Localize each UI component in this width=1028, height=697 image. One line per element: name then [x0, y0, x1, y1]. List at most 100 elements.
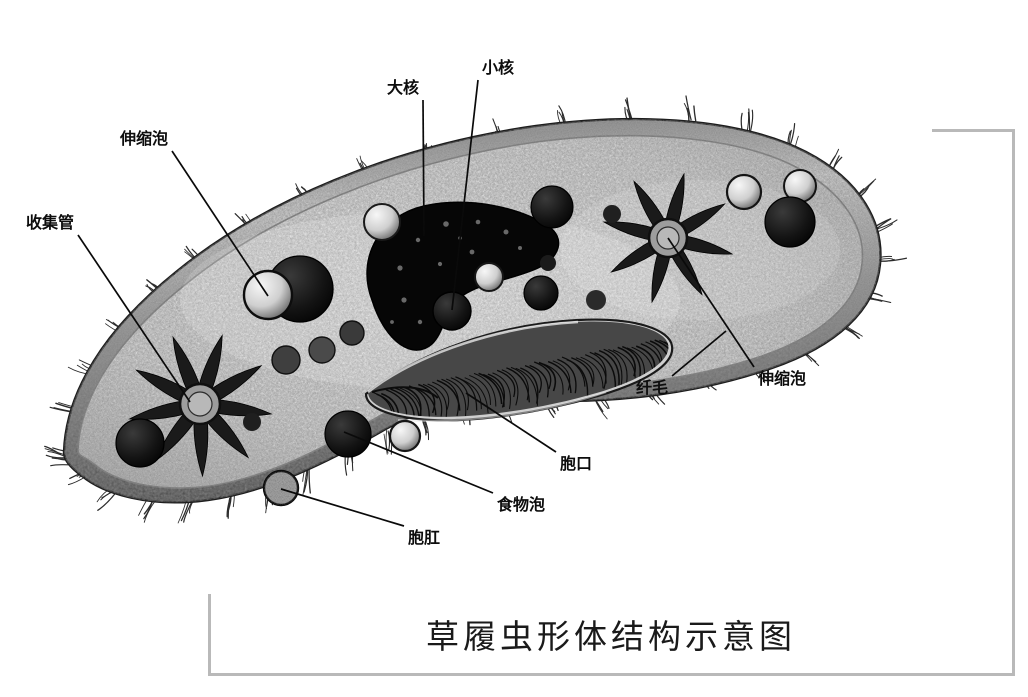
groove-striation — [473, 372, 497, 407]
groove-striation — [561, 356, 586, 387]
cilium — [693, 105, 697, 122]
groove-striation — [617, 346, 636, 377]
collecting-canal-ray — [197, 334, 223, 394]
collecting-canal-ray — [633, 180, 667, 231]
groove-striation — [496, 369, 516, 398]
paramecium-body — [62, 117, 882, 507]
macronucleus-organelle — [366, 201, 560, 351]
groove-striation — [654, 339, 669, 371]
cilium — [385, 429, 389, 454]
cilium — [685, 95, 692, 121]
groove-striation — [571, 357, 594, 387]
groove-striation — [492, 372, 511, 410]
collecting-canal-ray — [193, 417, 209, 478]
groove-striation — [659, 339, 669, 376]
collecting-canal-ray — [610, 239, 661, 273]
groove-striation — [376, 393, 396, 417]
collecting-canal-ray — [651, 248, 672, 304]
label-micronucleus: 小核 — [482, 58, 515, 77]
cilium — [874, 218, 892, 228]
groove-striation — [552, 360, 571, 391]
groove-striation — [520, 367, 539, 404]
oral-groove — [364, 318, 674, 422]
collecting-canal-ray — [172, 335, 202, 395]
figure-caption: 草履虫形体结构示意图 — [426, 617, 796, 656]
groove-striation — [469, 374, 491, 406]
groove-striation — [487, 373, 506, 408]
groove-striation — [557, 358, 577, 394]
cilium — [740, 112, 743, 131]
frame-left-edge — [208, 594, 211, 676]
groove-striation — [524, 364, 542, 393]
groove-striation — [371, 391, 393, 417]
label-collecting-canal: 收集管 — [26, 213, 75, 232]
frame-right-edge — [1012, 129, 1015, 676]
cilium — [858, 178, 877, 195]
label-macronucleus: 大核 — [387, 78, 420, 97]
groove-striation — [538, 361, 557, 392]
cilium — [383, 433, 388, 455]
groove-striation — [459, 378, 482, 410]
groove-striation — [450, 377, 469, 411]
cilium — [183, 501, 193, 523]
label-cytostome: 胞口 — [560, 454, 593, 473]
cilium — [749, 109, 754, 135]
groove-striation — [547, 360, 572, 394]
cilium — [44, 445, 62, 456]
groove-striation — [455, 376, 478, 411]
collecting-canal-ray — [664, 172, 685, 228]
label-contractile-vacuole-right: 伸缩泡 — [758, 369, 807, 388]
leader-line-cilia — [671, 330, 727, 377]
groove-striation — [603, 348, 623, 386]
collecting-canal-ray — [602, 221, 658, 242]
frame-top-edge — [932, 129, 1014, 132]
groove-striation — [608, 348, 628, 384]
groove-striation — [381, 392, 400, 417]
groove-striation — [575, 357, 595, 385]
groove-striation — [663, 341, 669, 377]
cytoproct-organelle — [262, 469, 300, 507]
frame-bottom-edge — [208, 673, 1015, 676]
cilium — [227, 497, 231, 519]
groove-striation — [506, 367, 530, 403]
cilium — [880, 257, 908, 262]
leader-line-food-vacuole — [343, 431, 494, 494]
collecting-canal-ray — [207, 365, 263, 403]
groove-striation — [510, 366, 529, 401]
cilium — [177, 501, 187, 524]
groove-striation — [543, 363, 564, 395]
micronucleus-organelle — [432, 291, 472, 331]
groove-striation — [598, 349, 620, 386]
groove-striation — [594, 352, 617, 389]
groove-striation — [385, 389, 408, 417]
groove-striation — [529, 364, 549, 398]
label-contractile-vacuole-left: 伸缩泡 — [120, 129, 169, 148]
groove-striation — [622, 345, 641, 381]
cilium — [748, 108, 751, 132]
cilium — [302, 469, 308, 496]
collecting-canal-ray — [128, 400, 189, 420]
contractile-vacuole-left-organelle — [128, 334, 273, 478]
leader-line-macronucleus — [422, 99, 425, 237]
leader-line-collecting-canal — [77, 234, 191, 403]
collecting-canal-ray — [678, 234, 734, 255]
collecting-canal-ray — [669, 245, 703, 296]
groove-striation — [649, 340, 669, 377]
groove-striation — [566, 358, 589, 397]
cilium — [308, 467, 311, 494]
cilium — [97, 491, 117, 511]
groove-striation — [436, 379, 461, 411]
leader-line-contractile-vacuole-right — [667, 237, 755, 368]
label-food-vacuole: 食物泡 — [497, 495, 546, 514]
label-cytoproct: 胞肛 — [408, 528, 441, 547]
collecting-canal-ray — [675, 203, 726, 237]
groove-striation — [589, 351, 607, 389]
groove-striation — [418, 383, 436, 414]
collecting-canal-ray — [212, 399, 273, 417]
groove-striation — [446, 378, 467, 416]
groove-striation — [394, 387, 420, 417]
groove-striation — [533, 361, 552, 390]
cilium — [143, 500, 154, 520]
